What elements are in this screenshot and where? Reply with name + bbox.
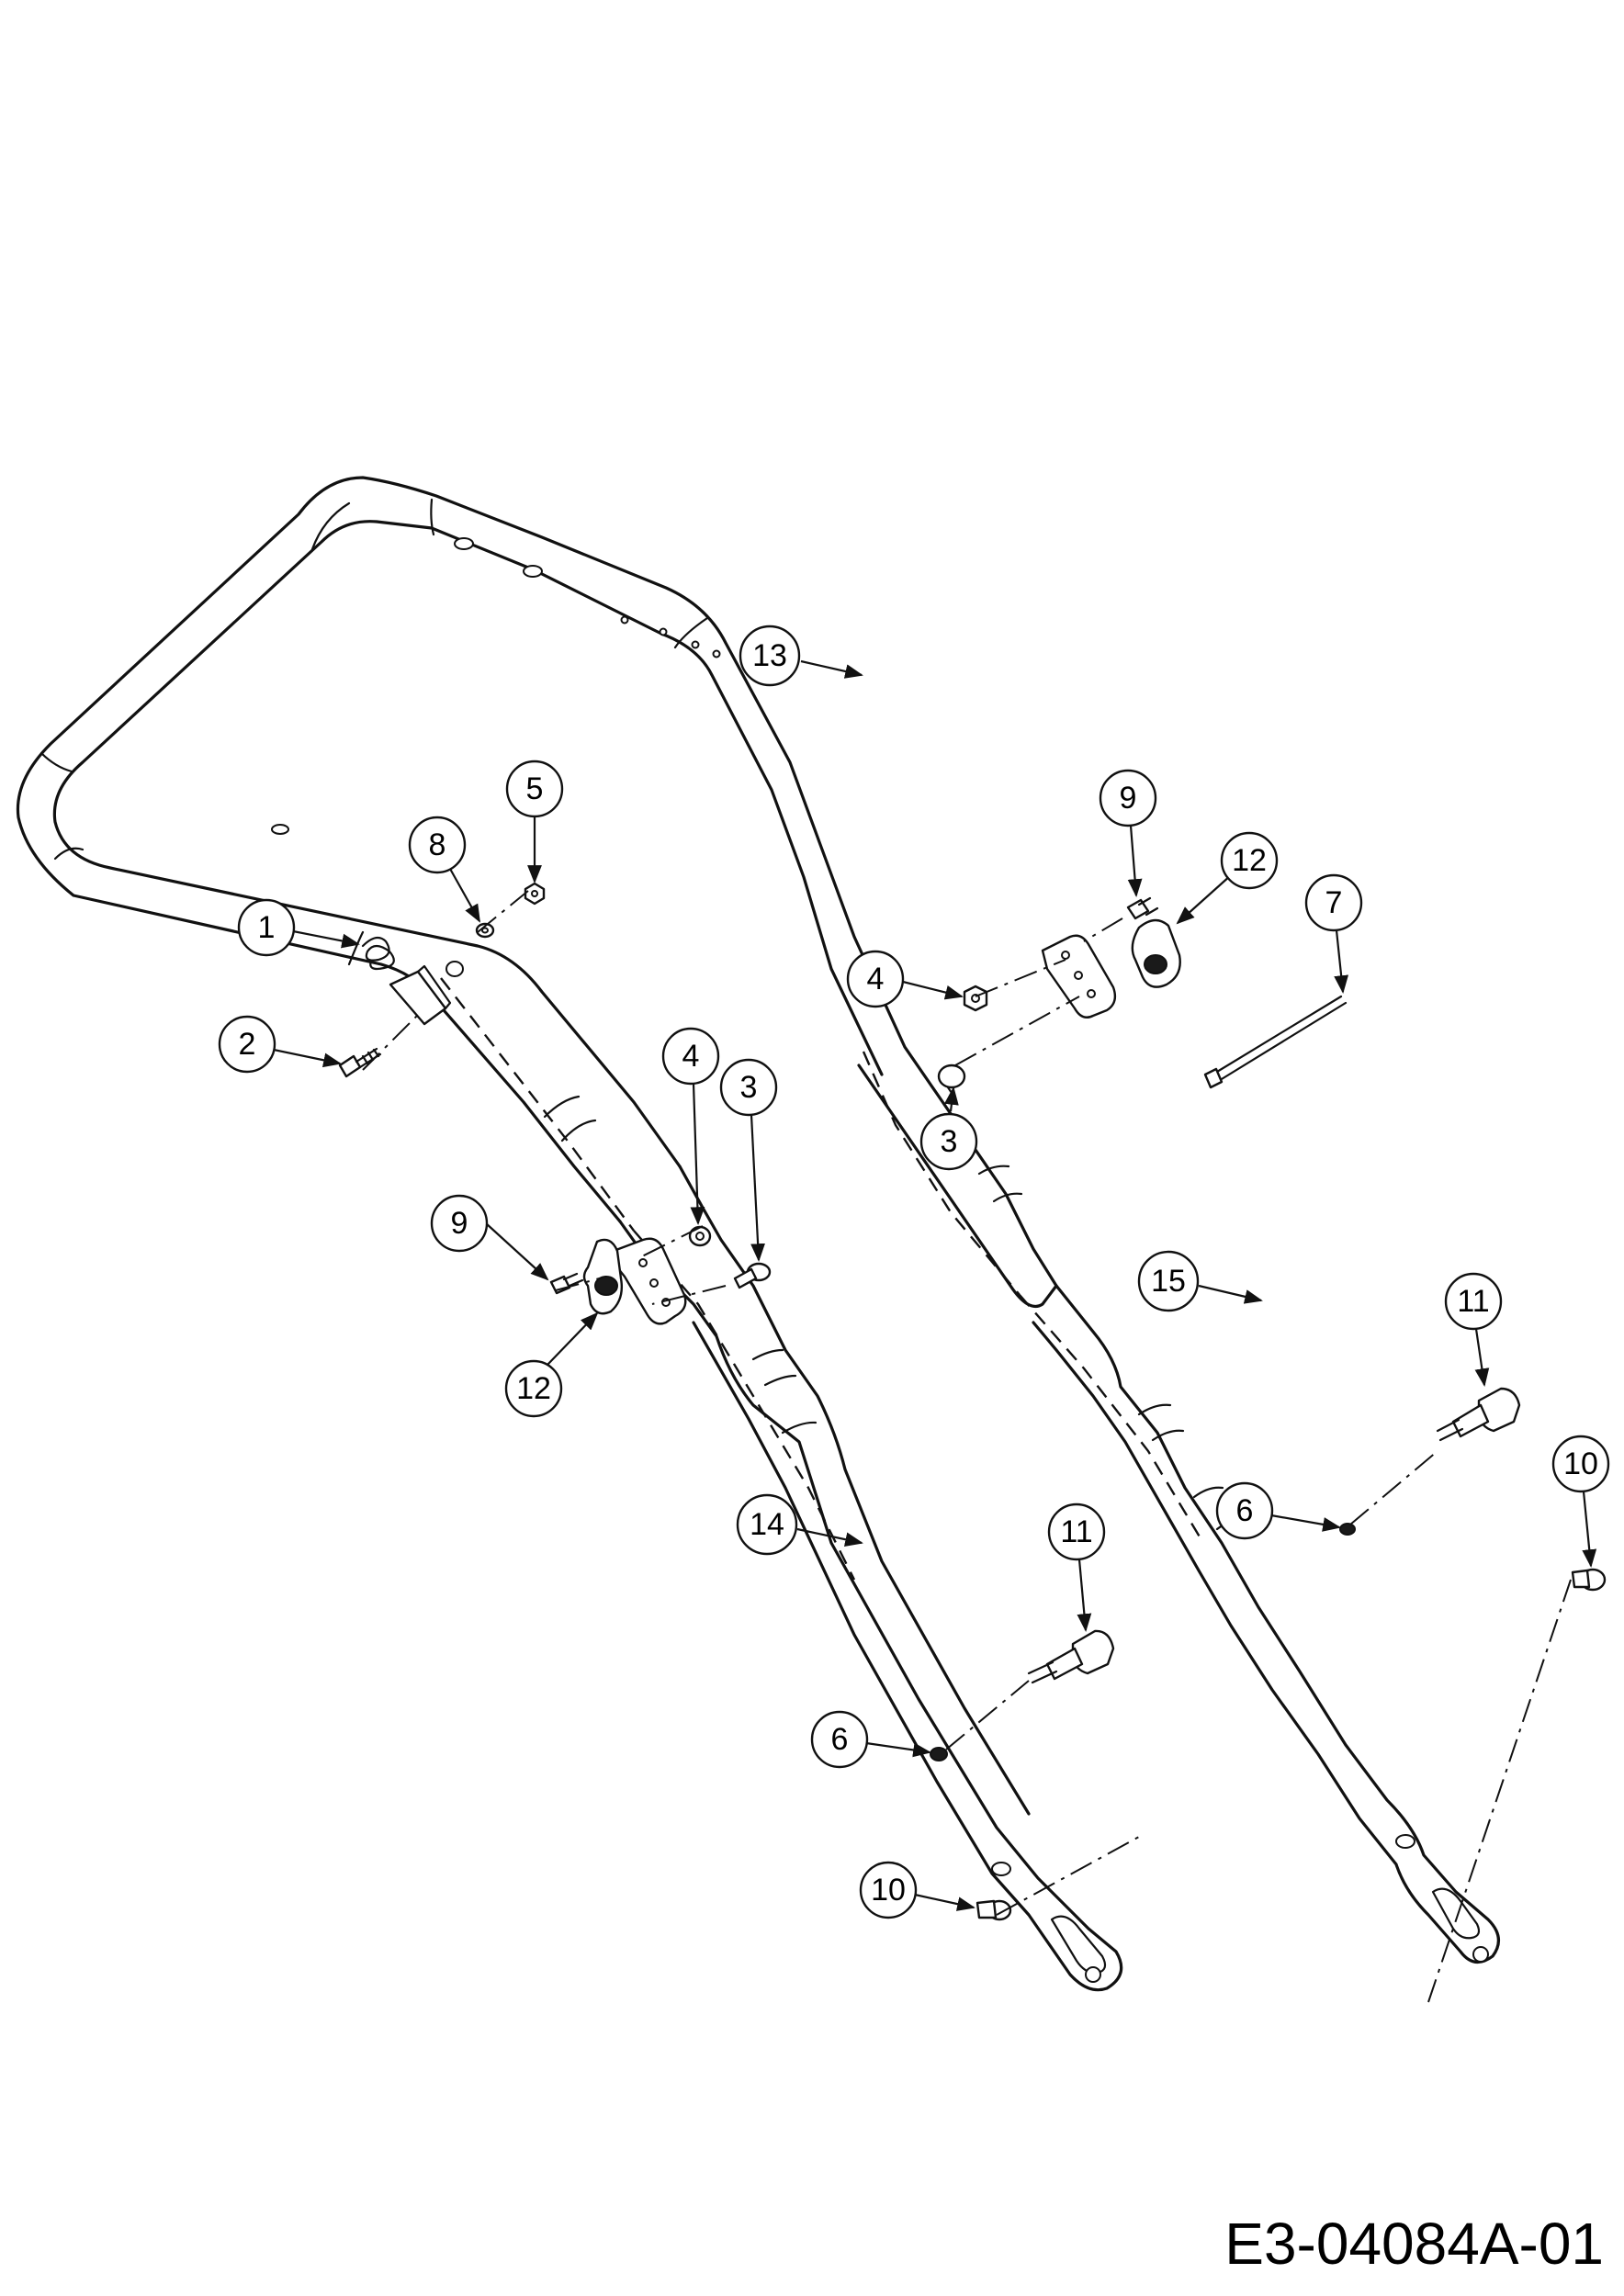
callouts: 1 2 3 3 4 4	[218, 625, 1610, 1919]
callout-3-right: 3	[919, 1112, 978, 1171]
knob-right-part	[1131, 918, 1181, 988]
callout-3-left-label: 3	[740, 1070, 758, 1105]
callout-11-left: 11	[1047, 1503, 1106, 1561]
callout-5-label: 5	[526, 771, 544, 806]
nut-right-part	[963, 985, 988, 1012]
callout-10-right: 10	[1551, 1435, 1610, 1493]
callout-3-right-label: 3	[941, 1124, 958, 1159]
callout-6-right: 6	[1215, 1481, 1274, 1540]
bolt-right-part	[937, 1064, 966, 1100]
callout-15-label: 15	[1151, 1264, 1186, 1299]
nut-part	[524, 882, 546, 906]
right-lower-handle	[977, 934, 1500, 1964]
spring-part	[361, 936, 395, 971]
callout-5: 5	[505, 760, 564, 818]
callout-4-left: 4	[661, 1027, 720, 1086]
latch-block-part	[389, 964, 452, 1026]
callout-2: 2	[218, 1015, 276, 1074]
callout-13: 13	[739, 625, 801, 687]
callout-9-right: 9	[1099, 769, 1157, 827]
callout-10-left: 10	[859, 1861, 918, 1919]
callout-4-right: 4	[846, 950, 905, 1008]
callout-10-left-label: 10	[871, 1873, 906, 1908]
screw-part	[338, 1047, 382, 1078]
callout-4-left-label: 4	[682, 1039, 700, 1074]
upper-handle	[16, 476, 1058, 1309]
callout-8-label: 8	[429, 827, 446, 862]
callout-11-right-label: 11	[1457, 1284, 1489, 1319]
callout-15: 15	[1137, 1250, 1200, 1312]
callout-12-right-label: 12	[1232, 843, 1267, 878]
callout-14-label: 14	[750, 1507, 784, 1542]
shoulder-bolt-left-part	[976, 1899, 1012, 1921]
washer-left-part	[930, 1747, 948, 1761]
nut-left-part	[688, 1225, 712, 1247]
left-lower-handle	[543, 1095, 1123, 1992]
callout-8: 8	[408, 816, 467, 874]
callout-7-label: 7	[1325, 885, 1343, 920]
callout-10-right-label: 10	[1563, 1446, 1598, 1481]
callout-3-left: 3	[719, 1058, 778, 1117]
callout-7: 7	[1304, 873, 1363, 932]
pivot-bolt-right-part	[1126, 896, 1159, 920]
callout-12-left-label: 12	[516, 1371, 551, 1406]
knob-bolt-left-part	[1027, 1629, 1115, 1684]
callout-12-left: 12	[504, 1359, 563, 1418]
assembly-axis-lines	[362, 890, 1572, 2003]
callout-11-right: 11	[1444, 1272, 1503, 1331]
callout-11-left-label: 11	[1060, 1514, 1092, 1549]
callout-9-left: 9	[430, 1194, 489, 1253]
callout-6-right-label: 6	[1236, 1493, 1254, 1528]
callout-2-label: 2	[239, 1027, 256, 1062]
callout-4-right-label: 4	[867, 962, 885, 996]
knob-bolt-right-part	[1436, 1387, 1521, 1442]
callout-9-left-label: 9	[451, 1206, 468, 1241]
callout-6-left: 6	[810, 1710, 869, 1769]
washer-part	[475, 922, 495, 939]
callout-9-right-label: 9	[1120, 781, 1137, 816]
callout-6-left-label: 6	[831, 1722, 849, 1757]
drawing-code: E3-04084A-01	[1224, 2211, 1604, 2277]
shoulder-bolt-right-part	[1571, 1568, 1607, 1592]
callout-13-label: 13	[752, 638, 787, 673]
callout-14: 14	[736, 1493, 798, 1556]
pivot-bolt-left-part	[549, 1272, 584, 1295]
callout-1: 1	[237, 898, 296, 957]
cable-tie-part	[1203, 995, 1348, 1089]
bolt-left-part	[733, 1262, 772, 1289]
callout-1-label: 1	[258, 910, 276, 945]
washer-right-part	[1339, 1523, 1356, 1536]
callout-12-right: 12	[1220, 831, 1279, 890]
